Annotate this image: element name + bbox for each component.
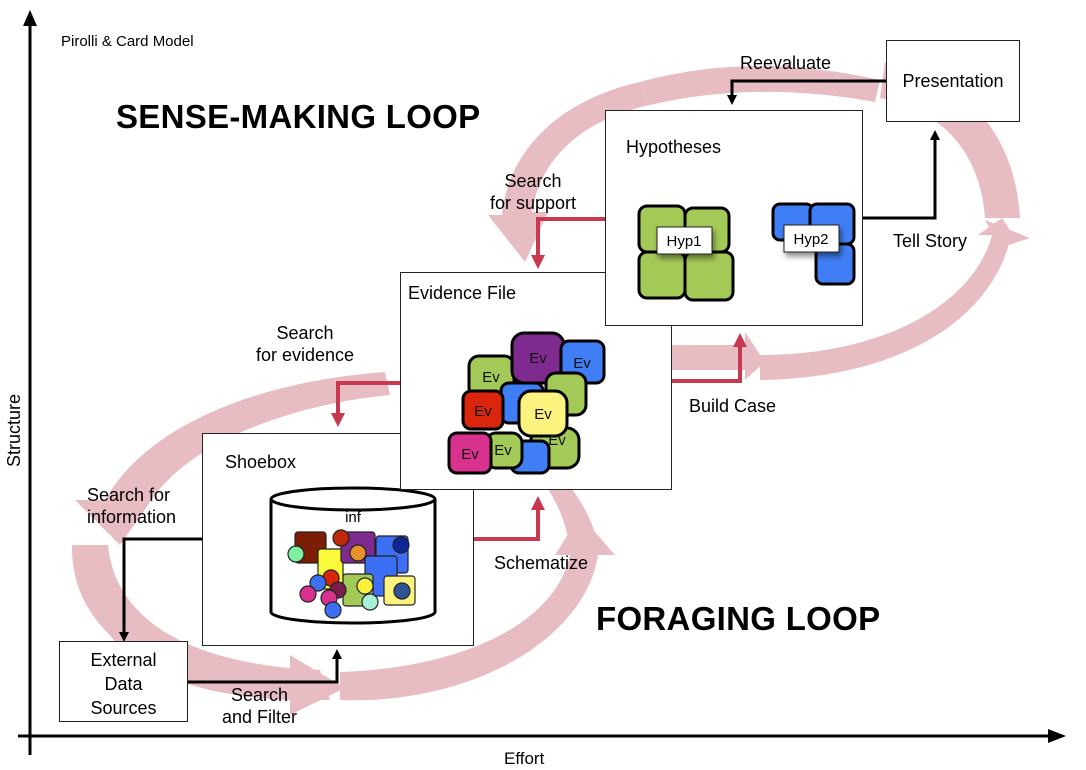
evidence-piece-label: Ev xyxy=(482,369,500,386)
foraging-loop-label: FORAGING LOOP xyxy=(596,600,881,637)
label-line: and Filter xyxy=(222,707,298,727)
arrow-search-for-information xyxy=(119,537,202,642)
model-subtitle: Pirolli & Card Model xyxy=(61,33,194,50)
evidence-pieces: Ev Ev Ev Ev Ev Ev Ev Ev xyxy=(447,331,606,475)
info-dot xyxy=(324,601,342,619)
label-search-for-support: Search for support xyxy=(490,170,576,214)
information-cylinder: inf xyxy=(269,486,437,625)
evidence-piece-label: Ev xyxy=(461,446,479,463)
evidence-piece xyxy=(447,431,493,475)
label-search-for-information: Search for information xyxy=(87,484,176,528)
label-build-case: Build Case xyxy=(689,396,777,416)
shoebox-title: Shoebox xyxy=(225,452,297,472)
evidence-piece xyxy=(461,389,505,431)
info-dot xyxy=(332,529,350,547)
label-line: for support xyxy=(490,193,577,213)
arrow-schematize xyxy=(473,496,545,541)
shoebox-box[interactable]: Shoebox xyxy=(202,433,474,646)
label-line: Search xyxy=(276,323,334,343)
sense-making-loop-label: SENSE-MAKING LOOP xyxy=(116,98,481,135)
label-line: Data xyxy=(104,674,143,694)
hyp1-piece xyxy=(683,250,735,302)
arrow-search-for-evidence xyxy=(331,381,400,427)
label-line: Sources xyxy=(90,698,157,718)
information-items xyxy=(287,529,416,619)
x-axis-label: Effort xyxy=(504,749,545,768)
label-line: Search xyxy=(231,685,289,705)
evidence-piece-label: Ev xyxy=(474,403,492,420)
sense-loop-inner-band xyxy=(670,332,765,380)
label-line: for evidence xyxy=(256,345,355,365)
evidence-piece-label: Ev xyxy=(529,350,547,367)
info-dot xyxy=(392,536,410,554)
label-schematize: Schematize xyxy=(494,553,589,573)
info-dot xyxy=(299,585,317,603)
label-line: Search xyxy=(504,171,562,191)
label-tell-story: Tell Story xyxy=(893,231,968,251)
hyp2-label-box xyxy=(783,224,840,253)
label-search-and-filter: Search and Filter xyxy=(222,684,297,728)
hypotheses-title: Hypotheses xyxy=(626,137,722,157)
info-dot xyxy=(361,593,379,611)
label-reevaluate: Reevaluate xyxy=(740,53,832,73)
info-dot xyxy=(287,545,305,563)
label-line: information xyxy=(87,507,177,527)
cylinder-label: inf xyxy=(345,509,362,526)
label-search-for-evidence: Search for evidence xyxy=(256,322,354,366)
arrow-search-for-support xyxy=(531,217,605,269)
info-dot xyxy=(349,544,367,562)
arrow-search-and-filter xyxy=(187,649,342,684)
evidence-piece-label: Ev xyxy=(534,406,552,423)
arrow-build-case xyxy=(670,333,747,383)
foraging-loop-right-cap xyxy=(545,480,598,555)
external-data-sources-box[interactable]: External Data Sources xyxy=(59,641,188,722)
y-axis-label: Structure xyxy=(4,393,25,468)
evidence-piece-label: Ev xyxy=(573,355,591,372)
arrow-reevaluate xyxy=(727,79,886,105)
foraging-loop-top-arc xyxy=(75,372,390,545)
sense-loop-bottom-head xyxy=(985,220,1030,248)
sense-loop-left-arc xyxy=(488,82,650,262)
presentation-box[interactable]: Presentation xyxy=(886,40,1020,122)
info-dot xyxy=(393,582,411,600)
label-line: Search for xyxy=(87,485,171,505)
presentation-label: Presentation xyxy=(902,71,1004,91)
hypotheses-box[interactable]: Hypotheses Hyp1 H xyxy=(605,110,863,326)
evidence-file-title: Evidence File xyxy=(408,283,517,303)
evidence-piece xyxy=(517,389,569,438)
cylinder-top xyxy=(269,486,437,512)
evidence-piece-label: Ev xyxy=(494,442,512,459)
hyp1-piece xyxy=(637,250,687,300)
arrow-tell-story xyxy=(862,130,940,220)
foraging-loop-bottom-head xyxy=(290,655,345,715)
label-line: External xyxy=(90,650,157,670)
x-axis-arrowhead xyxy=(1048,729,1066,743)
sense-loop-top-head xyxy=(720,62,792,92)
y-axis-arrowhead xyxy=(23,10,37,26)
sense-loop-bottom-arc xyxy=(760,218,1018,380)
hyp1-label-box xyxy=(656,226,713,255)
external-data-sources-label: External Data Sources xyxy=(60,648,187,720)
hypothesis-clusters: Hyp1 Hyp2 xyxy=(637,202,856,302)
evidence-labels: Ev Ev Ev Ev Ev Ev Ev Ev xyxy=(461,350,591,463)
info-dot xyxy=(356,577,374,595)
info-dot xyxy=(309,574,327,592)
evidence-piece-label: Ev xyxy=(548,432,566,449)
hyp1-label: Hyp1 xyxy=(666,233,701,250)
evidence-file-box[interactable]: Evidence File Ev Ev Ev Ev Ev xyxy=(400,272,672,490)
evidence-puzzle-group xyxy=(447,331,606,475)
hyp2-label: Hyp2 xyxy=(793,231,828,248)
